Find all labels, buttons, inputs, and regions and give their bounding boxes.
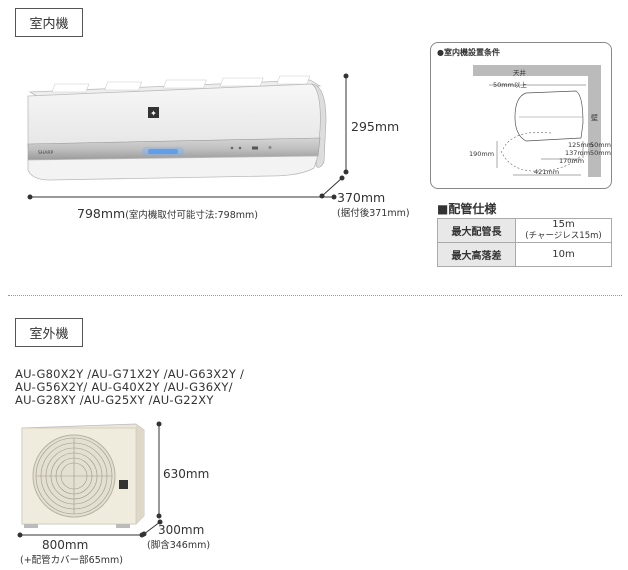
table-row: 最大配管長 15m (チャージレス15m) — [437, 218, 612, 243]
indoor-width-label: 798mm(室内機取付可能寸法:798mm) — [77, 203, 258, 222]
piping-value-sub: (チャージレス15m) — [525, 231, 602, 241]
indoor-unit-image: ✦ SHARP — [27, 75, 327, 181]
indoor-section-label-text: 室内機 — [29, 17, 69, 32]
install-conditions-title: ●室内機設置条件 — [437, 48, 500, 57]
model-line: AU-G80X2Y /AU-G71X2Y /AU-G63X2Y / — [15, 367, 245, 381]
svg-text:SHARP: SHARP — [38, 150, 53, 156]
model-list: AU-G80X2Y /AU-G71X2Y /AU-G63X2Y / AU-G56… — [15, 368, 244, 407]
dim-137-label: 137mm — [565, 149, 591, 157]
section-divider — [8, 295, 622, 296]
outdoor-unit-image — [21, 423, 145, 528]
indoor-height-label: 295mm — [351, 119, 400, 134]
model-line: AU-G28XY /AU-G25XY /AU-G22XY — [15, 393, 214, 407]
outdoor-width-note: (+配管カバー部65mm) — [20, 555, 123, 566]
outdoor-height-label: 630mm — [163, 467, 210, 481]
outdoor-height-dimension-line — [156, 421, 162, 519]
outdoor-section-label-text: 室外機 — [29, 327, 69, 342]
outdoor-depth-label: 300mm — [158, 523, 205, 537]
indoor-width-note: (室内機取付可能寸法:798mm) — [125, 210, 258, 221]
indoor-width-dimension-line — [27, 194, 337, 200]
model-line: AU-G56X2Y/ AU-G40X2Y /AU-G36XY/ — [15, 380, 233, 394]
ceiling-label: 天井 — [513, 69, 526, 77]
outdoor-width-label: 800mm — [42, 538, 89, 552]
install-conditions-panel: ●室内機設置条件 天井 壁 50mm以上 190mm 421mm 125mm 1… — [430, 42, 612, 189]
indoor-height-dimension-line — [343, 73, 349, 175]
svg-text:✦: ✦ — [150, 109, 157, 118]
indoor-depth-dimension-line — [319, 175, 345, 199]
bottom-width-label: 421mm — [534, 168, 560, 176]
piping-row-value: 15m (チャージレス15m) — [515, 218, 612, 243]
top-gap-label: 50mm以上 — [493, 81, 527, 89]
wall-label: 壁 — [591, 114, 598, 122]
outdoor-depth-note: (脚含346mm) — [147, 540, 211, 551]
piping-row-label: 最大配管長 — [437, 218, 516, 243]
install-conditions-diagram — [473, 65, 601, 177]
right-50b-label: 50mm — [590, 149, 611, 157]
indoor-depth-label: 370mm — [337, 190, 386, 205]
outdoor-section-label: 室外機 — [15, 318, 83, 347]
piping-title: ■配管仕様 — [437, 202, 497, 216]
piping-table: 最大配管長 15m (チャージレス15m) 最大高落差 10m — [437, 218, 612, 267]
piping-row-label: 最大高落差 — [437, 242, 516, 267]
table-row: 最大高落差 10m — [437, 242, 612, 267]
indoor-depth-note: (据付後371mm) — [337, 208, 410, 219]
left-height-label: 190mm — [469, 150, 495, 158]
dim-170-label: 170mm — [559, 157, 585, 165]
outdoor-width-dimension-line — [17, 532, 145, 538]
piping-row-value: 10m — [515, 242, 612, 267]
indoor-width-value: 798mm — [77, 206, 126, 221]
indoor-section-label: 室内機 — [15, 8, 83, 37]
right-50a-label: 50mm — [590, 141, 611, 149]
dim-125-label: 125mm — [568, 141, 594, 149]
piping-value: 15m — [552, 219, 575, 230]
